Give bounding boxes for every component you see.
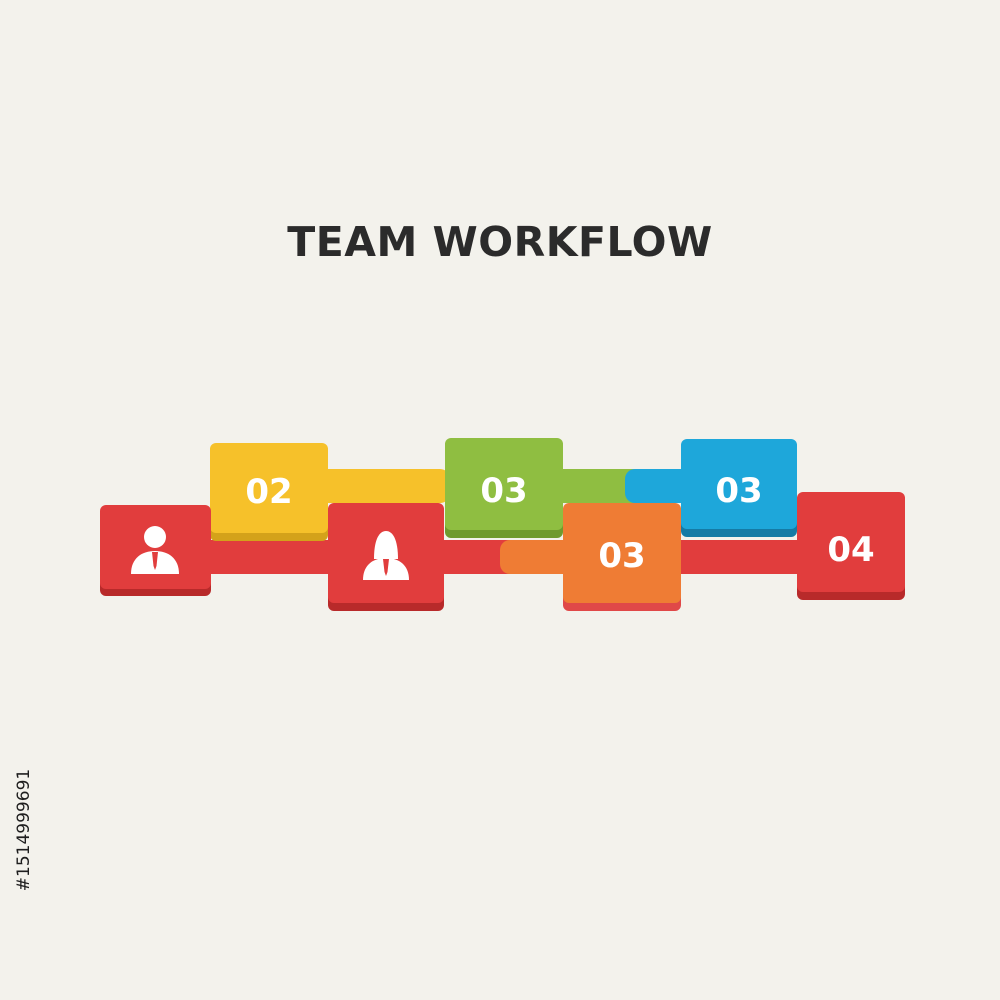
step-card-red: 04 [797,492,905,600]
connector-orange-red [660,540,815,574]
person-card-woman [328,503,444,611]
step-label-green: 03 [480,471,527,511]
man-icon [131,526,179,574]
person-card-man [100,505,211,596]
step-label-yellow: 02 [245,472,292,512]
step-card-yellow: 02 [210,443,328,541]
stock-id: #1514999691 [2,755,46,905]
step-card-orange-face [563,503,681,603]
stock-id-text: #1514999691 [14,768,34,892]
connector-red-left [195,540,345,574]
connector-yellow-green [300,469,450,503]
connectors [195,469,815,574]
step-card-red-face [797,492,905,592]
step-card-green: 03 [445,438,563,538]
connector-orange [500,540,580,574]
step-card-yellow-face [210,443,328,533]
step-label-red: 04 [827,530,874,570]
step-card-green-face [445,438,563,530]
step-card-blue-face [681,439,797,529]
step-card-blue: 03 [681,439,797,537]
step-label-orange: 03 [598,536,645,576]
woman-icon [363,531,409,580]
diagram-title: TEAM WORKFLOW [287,218,713,266]
step-label-blue: 03 [715,471,762,511]
step-card-orange: 03 [563,503,681,611]
connector-blue [625,469,695,503]
